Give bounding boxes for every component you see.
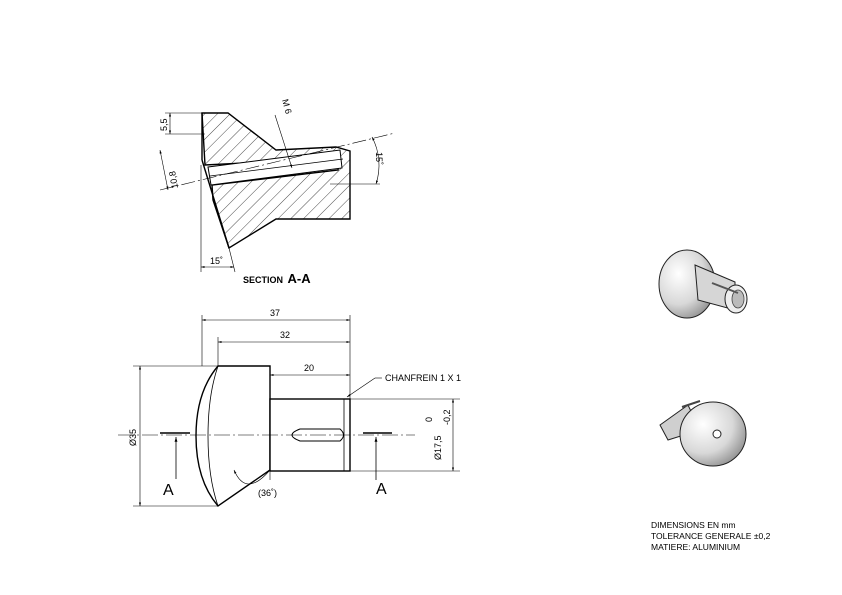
isometric-view-top bbox=[658, 249, 748, 319]
angle-15-bottom: 15˚ bbox=[210, 256, 223, 266]
cut-marker-left: A bbox=[160, 432, 190, 499]
dim-10-8: 10,8 bbox=[167, 170, 180, 189]
angle-36: (36˚) bbox=[258, 488, 277, 498]
tol-lower: -0,2 bbox=[442, 409, 452, 425]
front-view: 37 32 20 CHANFREIN 1 X 1 Ø35 Ø17,5 0 -0,… bbox=[118, 308, 461, 507]
note-tolerance: TOLERANCE GENERALE ±0,2 bbox=[651, 531, 771, 541]
dim-37: 37 bbox=[270, 308, 280, 318]
cut-letter-right: A bbox=[376, 481, 387, 498]
note-material: MATIERE: ALUMINIUM bbox=[651, 542, 741, 552]
flange-head bbox=[195, 365, 271, 507]
isometric-view-bottom bbox=[659, 400, 747, 467]
dim-dia-17-5: Ø17,5 bbox=[433, 435, 443, 460]
note-units: DIMENSIONS EN mm bbox=[651, 520, 736, 530]
section-center-line bbox=[159, 132, 396, 191]
thread-line bbox=[209, 158, 344, 177]
angle-15-right: 15˚ bbox=[374, 152, 384, 165]
chamfer-note: CHANFREIN 1 X 1 bbox=[385, 373, 461, 383]
section-cone-line bbox=[201, 159, 230, 249]
section-label-prefix: SECTION bbox=[243, 275, 283, 285]
section-view: 5,5 10,8 M 6 15˚ 15˚ SECTION A-A bbox=[159, 98, 396, 286]
dim-5-5: 5,5 bbox=[159, 118, 169, 131]
dim-dia-35: Ø35 bbox=[128, 429, 138, 446]
cut-marker-right: A bbox=[363, 432, 392, 498]
tol-upper: 0 bbox=[424, 417, 434, 422]
dim-m6: M 6 bbox=[280, 98, 294, 115]
dim-20: 20 bbox=[304, 363, 314, 373]
notes-block: DIMENSIONS EN mm TOLERANCE GENERALE ±0,2… bbox=[651, 520, 770, 553]
section-label-id: A-A bbox=[288, 271, 312, 286]
cut-letter-left: A bbox=[163, 482, 174, 499]
dim-32: 32 bbox=[280, 330, 290, 340]
section-label: SECTION A-A bbox=[243, 271, 311, 286]
